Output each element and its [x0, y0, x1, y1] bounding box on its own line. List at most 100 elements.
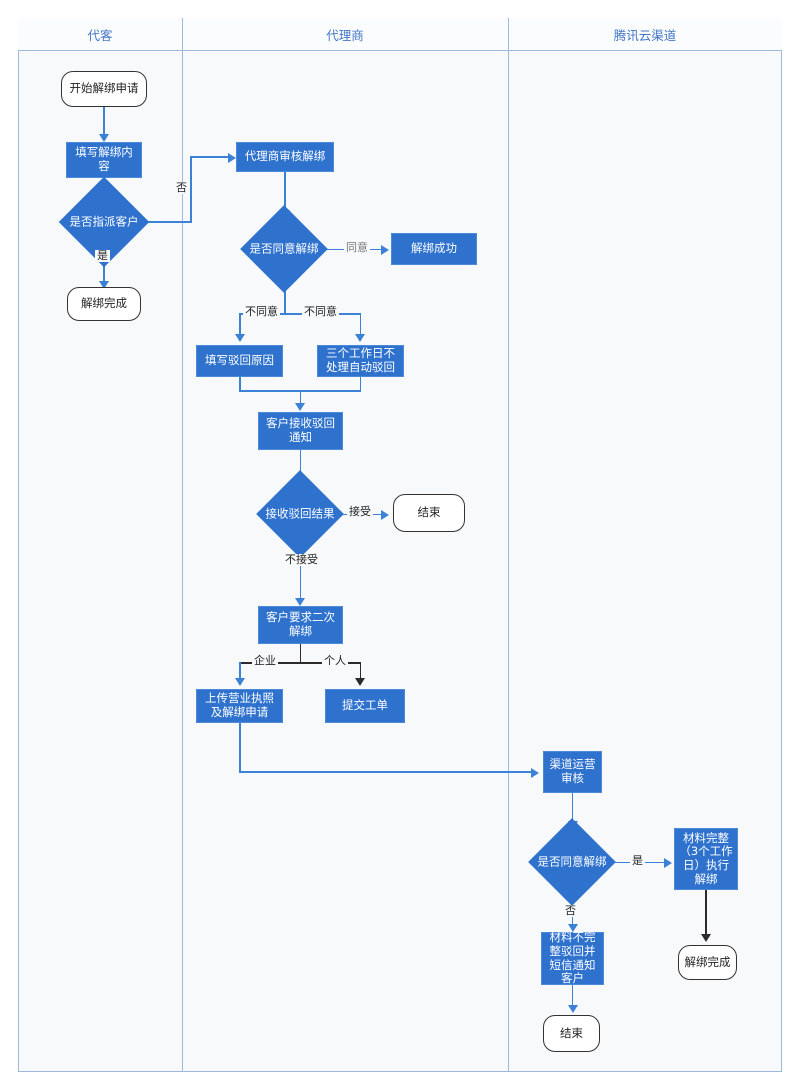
- lane-header-channel: 腾讯云渠道: [508, 18, 782, 51]
- edge-enterprise-v: [239, 662, 241, 682]
- arrow-assign-yes: [99, 281, 109, 289]
- node-channel-ops-review[interactable]: 渠道运营审核: [543, 751, 602, 793]
- edge-upload-to-channel-v: [239, 723, 241, 772]
- edge-disagree-stem: [284, 280, 286, 314]
- edge-label-accept: 接受: [347, 505, 373, 519]
- edge-assign-yes: [103, 254, 105, 284]
- edge-assign-no-v: [190, 156, 192, 222]
- lane-divider-1: [182, 18, 183, 1072]
- edge-start-to-fill: [103, 107, 105, 137]
- node-customer-second-unbind[interactable]: 客户要求二次解绑: [258, 606, 343, 644]
- node-receive-reject-result-label: 接收驳回结果: [265, 506, 335, 521]
- edge-assign-no-h1: [136, 221, 192, 223]
- edge-notice-to-result: [299, 450, 302, 478]
- arrow-assign-no: [228, 152, 236, 163]
- edge-not-accept: [299, 545, 302, 601]
- node-auto-reject-3days-label: 三个工作日不处理自动驳回: [326, 346, 395, 374]
- arrow-channel-no: [567, 924, 578, 932]
- node-channel-agree-decision-label: 是否同意解绑: [537, 854, 607, 869]
- edge-material-to-finished: [705, 890, 707, 937]
- node-fill-reject-reason[interactable]: 填写驳回原因: [196, 345, 283, 377]
- node-channel-agree-decision[interactable]: 是否同意解绑: [528, 818, 616, 906]
- edge-label-not-accept: 不接受: [283, 553, 320, 567]
- arrow-merge-to-notice: [295, 403, 306, 411]
- lane-header-customer: 代客: [18, 18, 182, 51]
- node-agree-unbind-decision-label: 是否同意解绑: [249, 241, 319, 256]
- node-end-agent-label: 结束: [417, 505, 441, 520]
- node-end-agent[interactable]: 结束: [393, 494, 465, 532]
- node-unbind-success[interactable]: 解绑成功: [391, 233, 477, 265]
- node-customer-receive-reject[interactable]: 客户接收驳回通知: [258, 412, 343, 450]
- node-agent-review-unbind[interactable]: 代理商审核解绑: [236, 142, 334, 172]
- node-start-apply[interactable]: 开始解绑申请: [61, 71, 147, 107]
- node-material-complete-exec[interactable]: 材料完整（3个工作日）执行解绑: [674, 828, 738, 890]
- lane-header-agent-label: 代理商: [326, 27, 364, 43]
- arrow-disagree-left: [234, 334, 245, 342]
- arrow-personal: [355, 678, 366, 686]
- node-assign-customer-decision-label: 是否指派客户: [69, 214, 139, 229]
- edge-personal-v: [359, 662, 362, 682]
- node-agree-unbind-decision[interactable]: 是否同意解绑: [240, 205, 328, 293]
- node-material-complete-exec-label: 材料完整（3个工作日）执行解绑: [679, 830, 733, 886]
- node-assign-customer-decision[interactable]: 是否指派客户: [58, 176, 150, 268]
- lane-divider-2: [508, 18, 509, 1072]
- swimlane-board: [18, 18, 782, 1072]
- edge-split-stem: [299, 644, 302, 663]
- node-customer-receive-reject-label: 客户接收驳回通知: [266, 416, 335, 444]
- lane-header-customer-label: 代客: [87, 27, 113, 43]
- edge-upload-to-channel-h: [239, 771, 533, 773]
- arrow-disagree-right: [355, 334, 366, 342]
- arrow-start-to-fill: [99, 134, 109, 142]
- node-start-apply-label: 开始解绑申请: [69, 81, 139, 96]
- edge-assign-no-h2: [190, 156, 230, 158]
- arrow-agree-yes: [381, 245, 389, 255]
- edge-channel-review-to-decision: [571, 793, 574, 825]
- edge-label-disagree-left: 不同意: [243, 305, 280, 319]
- node-unbind-finished-channel[interactable]: 解绑完成: [678, 945, 737, 980]
- edge-disagree-bar: [239, 313, 361, 315]
- edge-label-channel-yes: 是: [630, 854, 645, 868]
- edge-disagree-left-v: [239, 313, 241, 337]
- edge-label-enterprise: 企业: [252, 654, 278, 668]
- arrow-not-accept: [295, 598, 306, 606]
- node-end-channel[interactable]: 结束: [543, 1015, 600, 1052]
- node-auto-reject-3days[interactable]: 三个工作日不处理自动驳回: [317, 345, 404, 377]
- edge-merge-right-v: [359, 377, 362, 391]
- node-fill-unbind-content[interactable]: 填写解绑内容: [66, 142, 142, 178]
- node-end-channel-label: 结束: [560, 1025, 583, 1040]
- node-receive-reject-result[interactable]: 接收驳回结果: [256, 470, 344, 558]
- node-unbind-finished-customer[interactable]: 解绑完成: [67, 287, 141, 321]
- lane-header-agent: 代理商: [182, 18, 508, 51]
- edge-split-bar: [239, 662, 361, 664]
- node-upload-license-label: 上传营业执照及解绑申请: [205, 691, 274, 719]
- lane-header-channel-label: 腾讯云渠道: [613, 27, 677, 43]
- node-unbind-finished-customer-label: 解绑完成: [81, 296, 127, 311]
- edge-label-disagree-right: 不同意: [302, 305, 339, 319]
- node-fill-unbind-content-label: 填写解绑内容: [75, 145, 133, 173]
- edge-incomplete-to-end: [571, 985, 574, 1008]
- node-channel-ops-review-label: 渠道运营审核: [549, 757, 596, 785]
- arrow-channel-yes: [664, 858, 672, 868]
- edge-label-assign-yes: 是: [95, 249, 110, 263]
- arrow-material-to-finished: [701, 934, 711, 942]
- node-material-incomplete-reject-label: 材料不完整驳回并短信通知客户: [549, 930, 596, 986]
- edge-label-agree-yes: 同意: [344, 241, 370, 255]
- node-fill-reject-reason-label: 填写驳回原因: [205, 353, 274, 368]
- edge-label-assign-no: 否: [174, 181, 189, 195]
- node-submit-ticket[interactable]: 提交工单: [325, 689, 405, 723]
- node-agent-review-unbind-label: 代理商审核解绑: [244, 149, 326, 164]
- edge-merge-left-v: [239, 377, 241, 391]
- node-customer-second-unbind-label: 客户要求二次解绑: [266, 610, 335, 638]
- arrow-incomplete-to-end: [567, 1005, 578, 1013]
- node-upload-license[interactable]: 上传营业执照及解绑申请: [196, 689, 283, 723]
- node-submit-ticket-label: 提交工单: [342, 698, 388, 713]
- edge-merge-stem: [299, 390, 302, 406]
- arrow-upload-to-channel: [531, 768, 539, 778]
- arrow-enterprise: [234, 678, 245, 686]
- edge-label-personal: 个人: [322, 654, 348, 668]
- node-material-incomplete-reject[interactable]: 材料不完整驳回并短信通知客户: [541, 930, 604, 986]
- edge-disagree-right-v: [359, 313, 362, 337]
- node-unbind-success-label: 解绑成功: [411, 241, 457, 256]
- arrow-accept: [381, 510, 389, 520]
- edge-label-channel-no: 否: [563, 904, 578, 918]
